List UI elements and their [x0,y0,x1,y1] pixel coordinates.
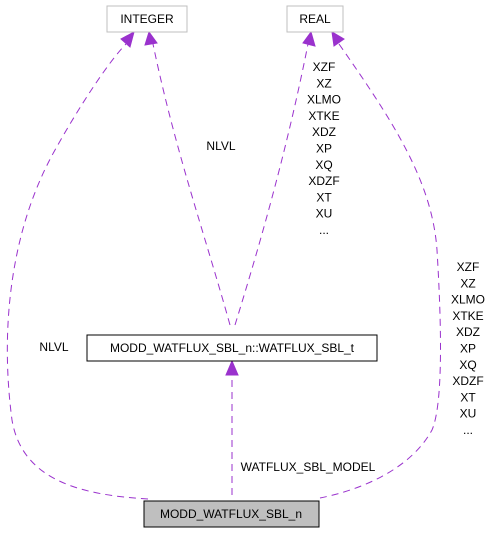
member-label: XZ [316,76,331,90]
arrowhead-module-to-real [331,31,345,47]
member-label: XDZ [312,125,336,139]
label-nlvl-type-integer: NLVL [206,139,235,153]
node-watflux-sbl-t[interactable] [86,334,378,362]
label-list-module-to-real: XZF XZ XLMO XTKE XDZ XP XQ XDZF XT XU... [451,260,485,437]
member-label: XDZF [452,374,483,388]
member-label: XU [460,407,477,421]
arrowhead-type-to-integer [144,30,158,46]
member-label: XP [460,342,476,356]
member-label: XU [316,207,333,221]
edge-module-to-real [319,43,441,499]
member-label: XLMO [307,93,341,107]
node-integer-label: INTEGER [120,12,174,26]
member-label: XQ [315,158,332,172]
arrowhead-type-to-real [302,30,316,47]
member-label: XTKE [452,309,483,323]
node-real-label: REAL [299,12,331,26]
member-label: XT [316,190,332,204]
label-watflux-sbl-model: WATFLUX_SBL_MODEL [241,460,376,474]
label-list-type-to-real: XZF XZ XLMO XTKE XDZ XP XQ XDZF XT XU... [307,60,341,237]
edge-type-to-real [234,43,309,326]
member-label: XT [460,390,476,404]
member-label: XZF [457,260,480,274]
node-real[interactable] [286,5,344,33]
member-label: ... [319,223,329,237]
member-label: XZF [313,60,336,74]
edge-module-to-integer [6,43,149,500]
member-label: XZ [460,276,475,290]
member-label: XP [316,142,332,156]
member-label: XTKE [308,109,339,123]
member-label: ... [463,423,473,437]
node-watflux-sbl-t-label: MODD_WATFLUX_SBL_n::WATFLUX_SBL_t [110,341,355,355]
label-nlvl-module-integer: NLVL [39,340,68,354]
member-label: XDZF [308,174,339,188]
member-label: XQ [459,358,476,372]
arrowhead-module-to-integer [120,31,135,48]
edge-type-to-integer [152,43,231,326]
arrowhead-module-to-type [225,359,239,376]
node-modd-watflux-sbl-n[interactable] [143,500,320,528]
node-modd-watflux-sbl-n-label: MODD_WATFLUX_SBL_n [160,507,302,521]
member-label: XDZ [456,325,480,339]
node-integer[interactable] [106,5,188,33]
member-label: XLMO [451,293,485,307]
